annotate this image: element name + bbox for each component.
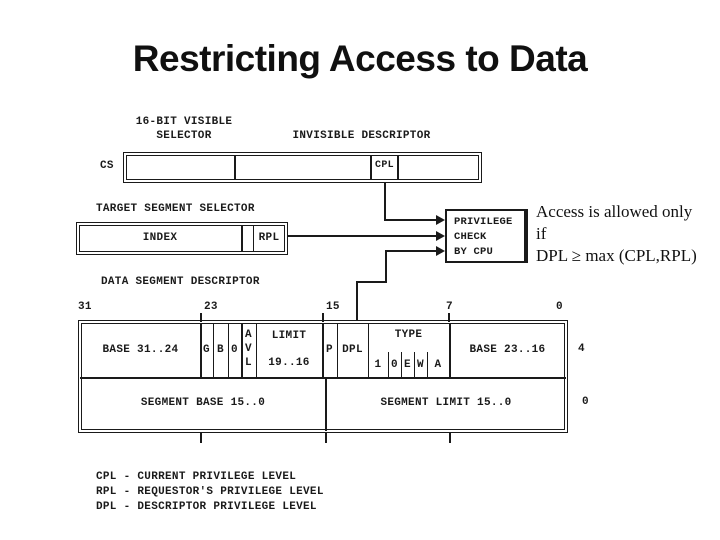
divider [401,352,402,378]
divider [368,323,369,378]
privilege-check-line1: PRIVILEGE [454,216,513,228]
cell-g-bit: G [203,344,210,356]
cs-register-box [123,152,482,183]
index-cell: INDEX [142,232,178,244]
byte-offset-0: 0 [582,396,589,408]
cell-b-bit: B [217,344,224,356]
cell-type-bit-w: W [417,359,424,371]
cell-limit-range: 19..16 [268,357,310,369]
legend-cpl: CPL - CURRENT PRIVILEGE LEVEL [96,471,297,483]
cell-dpl: DPL [342,344,363,356]
cell-type-label: TYPE [394,329,423,341]
bit-label-0: 0 [556,301,563,313]
cell-type-bit-1: 1 [374,359,382,371]
divider [228,323,229,378]
visible-selector-label-line2: SELECTOR [156,130,212,142]
cs-register-label: CS [100,160,114,172]
legend-dpl: DPL - DESCRIPTOR PRIVILEGE LEVEL [96,501,317,513]
divider [337,323,338,378]
cell-base-23-16: BASE 23..16 [469,344,546,356]
divider [427,352,428,378]
divider [388,352,389,378]
cell-type-bit-e: E [404,359,411,371]
connector-line [356,281,387,283]
access-rule-line1: Access is allowed only [536,202,693,221]
row-divider [80,377,566,379]
access-rule-line3: DPL ≥ max (CPL,RPL) [536,246,697,265]
cell-base-31-24: BASE 31..24 [102,344,179,356]
connector-line [385,251,387,283]
visible-selector-label-line1: 16-BIT VISIBLE [135,116,233,128]
divider [414,352,415,378]
descriptor-label: DATA SEGMENT DESCRIPTOR [101,276,260,288]
arrow-right-icon [436,215,445,225]
cell-limit-label: LIMIT [271,330,307,342]
cell-type-bit-0: 0 [391,359,398,371]
bit-label-15: 15 [326,301,340,313]
cell-avl-a: A [245,329,252,341]
cpl-cell: CPL [375,160,394,171]
divider [241,323,243,378]
target-selector-label: TARGET SEGMENT SELECTOR [96,203,255,215]
bit-label-7: 7 [446,301,453,313]
privilege-check-line2: CHECK [454,231,487,243]
cell-segment-limit: SEGMENT LIMIT 15..0 [380,397,512,409]
bit-label-23: 23 [204,301,218,313]
access-rule-line2: if [536,224,547,243]
connector-line [356,283,358,321]
bit-label-31: 31 [78,301,92,313]
divider [449,323,451,378]
divider [322,323,324,378]
divider [241,225,243,252]
divider [370,155,372,180]
cell-avl-v: V [245,343,252,355]
arrow-right-icon [436,231,445,241]
divider [213,323,214,378]
bit-tick [449,432,451,443]
rpl-cell: RPL [258,232,280,244]
divider [397,155,399,180]
connector-line [384,182,386,221]
divider [200,323,202,378]
legend-rpl: RPL - REQUESTOR'S PRIVILEGE LEVEL [96,486,324,498]
cell-zero-bit: 0 [231,344,238,356]
bit-tick [200,432,202,443]
connector-line [385,250,436,252]
arrow-right-icon [436,246,445,256]
bit-tick [322,313,324,322]
connector-line [287,235,436,237]
cell-p-bit: P [326,344,333,356]
target-selector-box [76,222,288,255]
privilege-check-line3: BY CPU [454,246,494,258]
divider [256,323,257,378]
cell-segment-base: SEGMENT BASE 15..0 [140,397,266,409]
bit-tick [325,432,327,443]
byte-offset-4: 4 [578,343,585,355]
cell-avl-l: L [245,357,252,369]
connector-line [384,219,436,221]
divider [253,225,254,252]
slide-title: Restricting Access to Data [132,38,588,79]
divider [234,155,236,180]
bit-tick [448,313,450,322]
invisible-descriptor-label: INVISIBLE DESCRIPTOR [292,130,431,142]
privilege-check-box: PRIVILEGE CHECK BY CPU [445,209,528,263]
bit-tick [200,313,202,322]
divider [325,379,327,431]
cell-type-bit-a: A [434,359,442,371]
